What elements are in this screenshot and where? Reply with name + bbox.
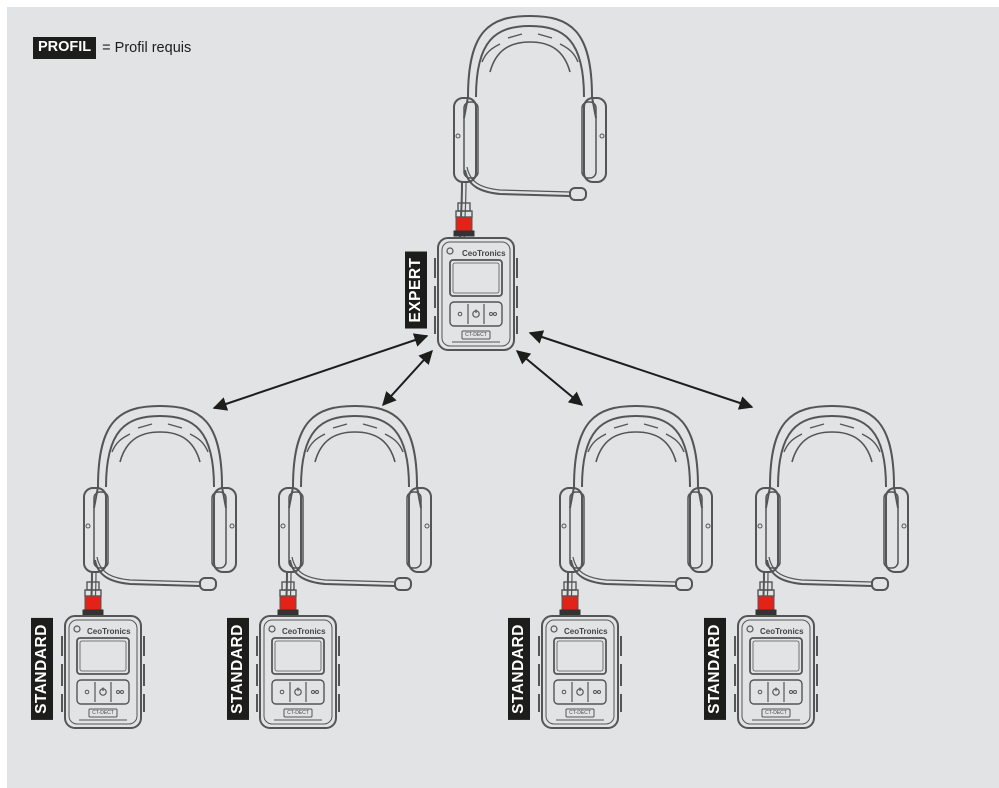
central-connector-icon (453, 202, 475, 237)
legend: PROFIL = Profil requis (33, 37, 191, 59)
terminal-1-radio-unit-icon: CeoTronics CT-DECT (61, 615, 145, 729)
legend-badge: PROFIL (33, 37, 97, 59)
link-arrow-3 (515, 350, 584, 406)
terminal-1-profile-label: STANDARD (31, 618, 53, 720)
terminal-1-connector-icon (82, 581, 104, 616)
central-brand: CeoTronics (462, 249, 506, 258)
terminal-3-brand: CeoTronics (564, 627, 608, 636)
central-headset-icon (453, 15, 607, 255)
terminal-4-model: CT-DECT (765, 710, 787, 716)
diagram-panel (7, 7, 999, 788)
central-profile-label: EXPERT (405, 251, 427, 329)
terminal-1-model: CT-DECT (92, 710, 114, 716)
link-arrow-2 (382, 349, 433, 407)
terminal-1-brand: CeoTronics (87, 627, 131, 636)
terminal-3-headset-icon (559, 405, 713, 645)
terminal-3-radio-unit-icon: CeoTronics CT-DECT (538, 615, 622, 729)
terminal-2-connector-icon (277, 581, 299, 616)
terminal-1-headset-icon (83, 405, 237, 645)
terminal-4-radio-unit-icon: CeoTronics CT-DECT (734, 615, 818, 729)
link-arrow-4 (528, 330, 754, 410)
terminal-3-profile-label: STANDARD (508, 618, 530, 720)
terminal-2-profile-label: STANDARD (227, 618, 249, 720)
legend-text: = Profil requis (102, 40, 192, 56)
terminal-4-brand: CeoTronics (760, 627, 804, 636)
terminal-2-radio-unit-icon: CeoTronics CT-DECT (256, 615, 340, 729)
terminal-2-model: CT-DECT (287, 710, 309, 716)
terminal-2-headset-icon (278, 405, 432, 645)
link-arrow-1 (212, 333, 429, 411)
terminal-3-model: CT-DECT (569, 710, 591, 716)
terminal-3-connector-icon (559, 581, 581, 616)
terminal-2-brand: CeoTronics (282, 627, 326, 636)
terminal-4-headset-icon (755, 405, 909, 645)
terminal-4-profile-label: STANDARD (704, 618, 726, 720)
terminal-4-connector-icon (755, 581, 777, 616)
central-radio-unit-icon: CeoTronics CT-DECT (434, 237, 518, 351)
central-model: CT-DECT (465, 332, 487, 338)
